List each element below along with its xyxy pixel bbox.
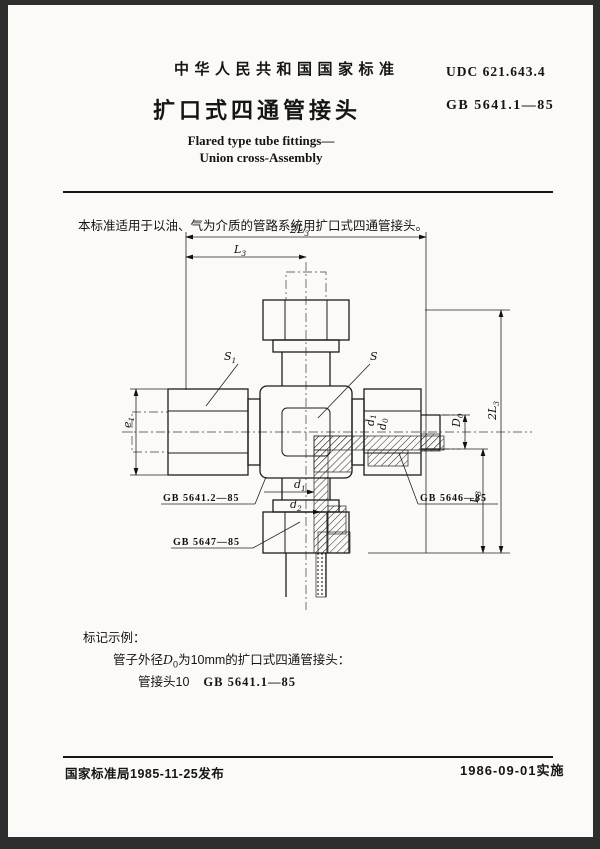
callout-nut-standard: GB 5647—85 xyxy=(173,537,240,548)
thread-knurl-texture xyxy=(315,552,327,598)
dim-e1-label: e1 xyxy=(121,417,136,428)
issue-date: 国家标准局1985-11-25发布 xyxy=(65,767,225,781)
label-d2: d2 xyxy=(290,498,302,513)
callout-body-standard: GB 5641.2—85 xyxy=(163,493,239,504)
label-d1: d1 xyxy=(294,478,306,493)
standard-number: GB 5641.1—85 xyxy=(446,98,555,113)
english-title-line2: Union cross-Assembly xyxy=(199,150,323,165)
bore-diameter-labels: d1 d2 d1 d0 xyxy=(264,414,390,515)
dim-l3-top-label: L3 xyxy=(233,243,246,258)
label-s1: S1 xyxy=(224,350,236,365)
dim-l3-right-label: L3 xyxy=(468,491,483,504)
top-collar xyxy=(272,339,340,353)
label-right-d0: d0 xyxy=(376,418,390,430)
body-hex-facet xyxy=(281,407,331,457)
label-s: S xyxy=(370,350,378,363)
effective-date: 1986-09-01实施 xyxy=(460,763,565,778)
wrench-flat-labels: S1 S xyxy=(205,350,378,419)
marking-example-description: 管子外径D0为10mm的扩口式四通管接头： xyxy=(113,652,351,670)
scope-statement: 本标准适用于以油、气为介质的管路系统用扩口式四通管接头。 xyxy=(78,218,429,233)
right-nut xyxy=(363,388,422,476)
dim-d0-label: D0 xyxy=(450,413,465,428)
top-leg xyxy=(262,271,350,386)
right-dimensions: 2L3 L3 D0 xyxy=(368,309,510,554)
issuing-body-line: 中华人民共和国国家标准 xyxy=(174,61,400,78)
dim-2l3-right-label: 2L3 xyxy=(486,401,501,421)
callout-sleeve-standard: GB 5646—85 xyxy=(420,493,487,504)
dim-2l3-top-label: 2L3 xyxy=(289,223,309,238)
english-title-line1: Flared type tube fittings— xyxy=(187,133,335,148)
right-leg xyxy=(351,388,460,476)
part-callouts: GB 5641.2—85 GB 5647—85 GB 5646—85 xyxy=(161,452,498,549)
top-dimensions: 2L3 L3 xyxy=(185,223,427,553)
left-dimension: e1 xyxy=(121,388,168,476)
page-title: 扩口式四通管接头 xyxy=(153,98,362,123)
technical-drawing: 2L3 L3 2L3 L3 D0 e1 S1 S xyxy=(121,223,532,610)
footer-divider xyxy=(63,756,553,758)
section-hatching xyxy=(313,433,445,598)
udc-number: UDC 621.643.4 xyxy=(446,64,546,79)
label-right-d1: d1 xyxy=(364,414,378,426)
header-divider xyxy=(63,191,553,193)
marking-example-heading: 标记示例： xyxy=(83,631,146,645)
